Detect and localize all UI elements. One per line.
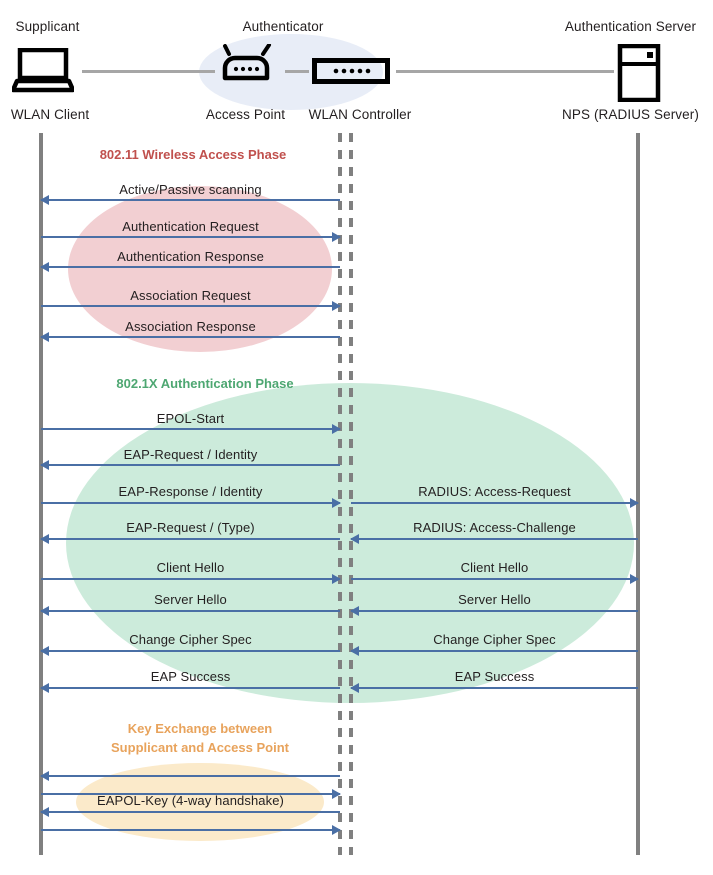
arrow-head-icon: [332, 424, 341, 434]
arrow-head-icon: [332, 301, 341, 311]
message-arrow: [40, 332, 340, 342]
arrow-head-icon: [332, 789, 341, 799]
message-label: Client Hello: [460, 560, 529, 575]
message-label: EAP Success: [454, 669, 535, 684]
arrow-head-icon: [332, 825, 341, 835]
arrow-head-icon: [40, 332, 49, 342]
message-arrow: [41, 424, 341, 434]
arrow-head-icon: [40, 646, 49, 656]
message-arrow: [41, 789, 341, 799]
message-label: EAPOL-Key (4-way handshake): [97, 793, 284, 808]
message-arrow: [351, 498, 639, 508]
message-arrow: [351, 574, 639, 584]
message-arrow: [40, 771, 340, 781]
arrow-head-icon: [350, 534, 359, 544]
actor-device-wlan-controller: WLAN Controller: [308, 107, 412, 122]
message-arrow: [350, 606, 638, 616]
message-label: Active/Passive scanning: [119, 182, 262, 197]
arrow-head-icon: [350, 683, 359, 693]
lifeline-supplicant: [39, 133, 43, 855]
message-arrow: [40, 606, 340, 616]
message-label: Association Request: [130, 288, 251, 303]
message-arrow: [41, 574, 341, 584]
actor-role-authenticator: Authenticator: [242, 19, 324, 34]
arrow-head-icon: [350, 606, 359, 616]
arrow-head-icon: [40, 460, 49, 470]
message-arrow: [41, 232, 341, 242]
arrow-head-icon: [332, 232, 341, 242]
message-arrow: [41, 825, 341, 835]
phase-label-wireless-access: 802.11 Wireless Access Phase: [99, 147, 287, 162]
message-arrow: [41, 498, 341, 508]
arrow-head-icon: [40, 683, 49, 693]
arrow-head-icon: [40, 195, 49, 205]
message-label: RADIUS: Access-Request: [418, 484, 571, 499]
message-label: Change Cipher Spec: [433, 632, 556, 647]
message-label: Authentication Response: [117, 249, 264, 264]
server-icon: [617, 43, 661, 107]
arrow-head-icon: [40, 807, 49, 817]
message-arrow: [40, 195, 340, 205]
arrow-head-icon: [350, 646, 359, 656]
laptop-icon: [10, 47, 76, 98]
message-label: RADIUS: Access-Challenge: [413, 520, 576, 535]
message-arrow: [40, 683, 340, 693]
message-arrow: [40, 460, 340, 470]
lifeline-wlan-controller: [349, 133, 353, 855]
message-arrow: [40, 646, 340, 656]
phase-ellipse-wireless-access: [68, 186, 332, 352]
actor-device-wlan-client: WLAN Client: [10, 107, 90, 122]
wire-controller-to-server: [396, 70, 614, 73]
message-arrow: [40, 807, 340, 817]
arrow-head-icon: [332, 574, 341, 584]
message-label: Server Hello: [458, 592, 531, 607]
message-label: Authentication Request: [122, 219, 259, 234]
phase-label-dot1x: 802.1X Authentication Phase: [116, 376, 294, 391]
message-label: EAP-Request / Identity: [123, 447, 258, 462]
wire-ap-to-controller: [285, 70, 309, 73]
message-label: EPOL-Start: [156, 411, 225, 426]
message-arrow: [40, 262, 340, 272]
message-arrow: [41, 301, 341, 311]
message-label: EAP-Request / (Type): [126, 520, 255, 535]
message-arrow: [40, 534, 340, 544]
message-arrow: [350, 646, 638, 656]
actor-device-access-point: Access Point: [205, 107, 286, 122]
arrow-head-icon: [40, 606, 49, 616]
message-arrow: [350, 534, 638, 544]
message-arrow: [350, 683, 638, 693]
message-label: Change Cipher Spec: [129, 632, 252, 647]
message-label: EAP-Response / Identity: [118, 484, 263, 499]
wlan-controller-icon: [312, 58, 390, 89]
wire-client-to-ap: [82, 70, 215, 73]
lifeline-auth-server: [636, 133, 640, 855]
message-label: EAP Success: [150, 669, 231, 684]
arrow-head-icon: [332, 498, 341, 508]
message-label: Server Hello: [154, 592, 227, 607]
access-point-icon: [217, 43, 287, 99]
actor-role-supplicant: Supplicant: [15, 19, 80, 34]
arrow-head-icon: [630, 498, 639, 508]
arrow-head-icon: [40, 534, 49, 544]
message-label: Client Hello: [156, 560, 225, 575]
arrow-head-icon: [40, 771, 49, 781]
lifeline-access-point: [338, 133, 342, 855]
message-label: Association Response: [125, 319, 256, 334]
arrow-head-icon: [630, 574, 639, 584]
actor-device-nps-radius: NPS (RADIUS Server): [562, 107, 699, 122]
actor-role-authentication-server: Authentication Server: [564, 19, 697, 34]
phase-label-key-exchange: Key Exchange between Supplicant and Acce…: [111, 721, 289, 755]
arrow-head-icon: [40, 262, 49, 272]
